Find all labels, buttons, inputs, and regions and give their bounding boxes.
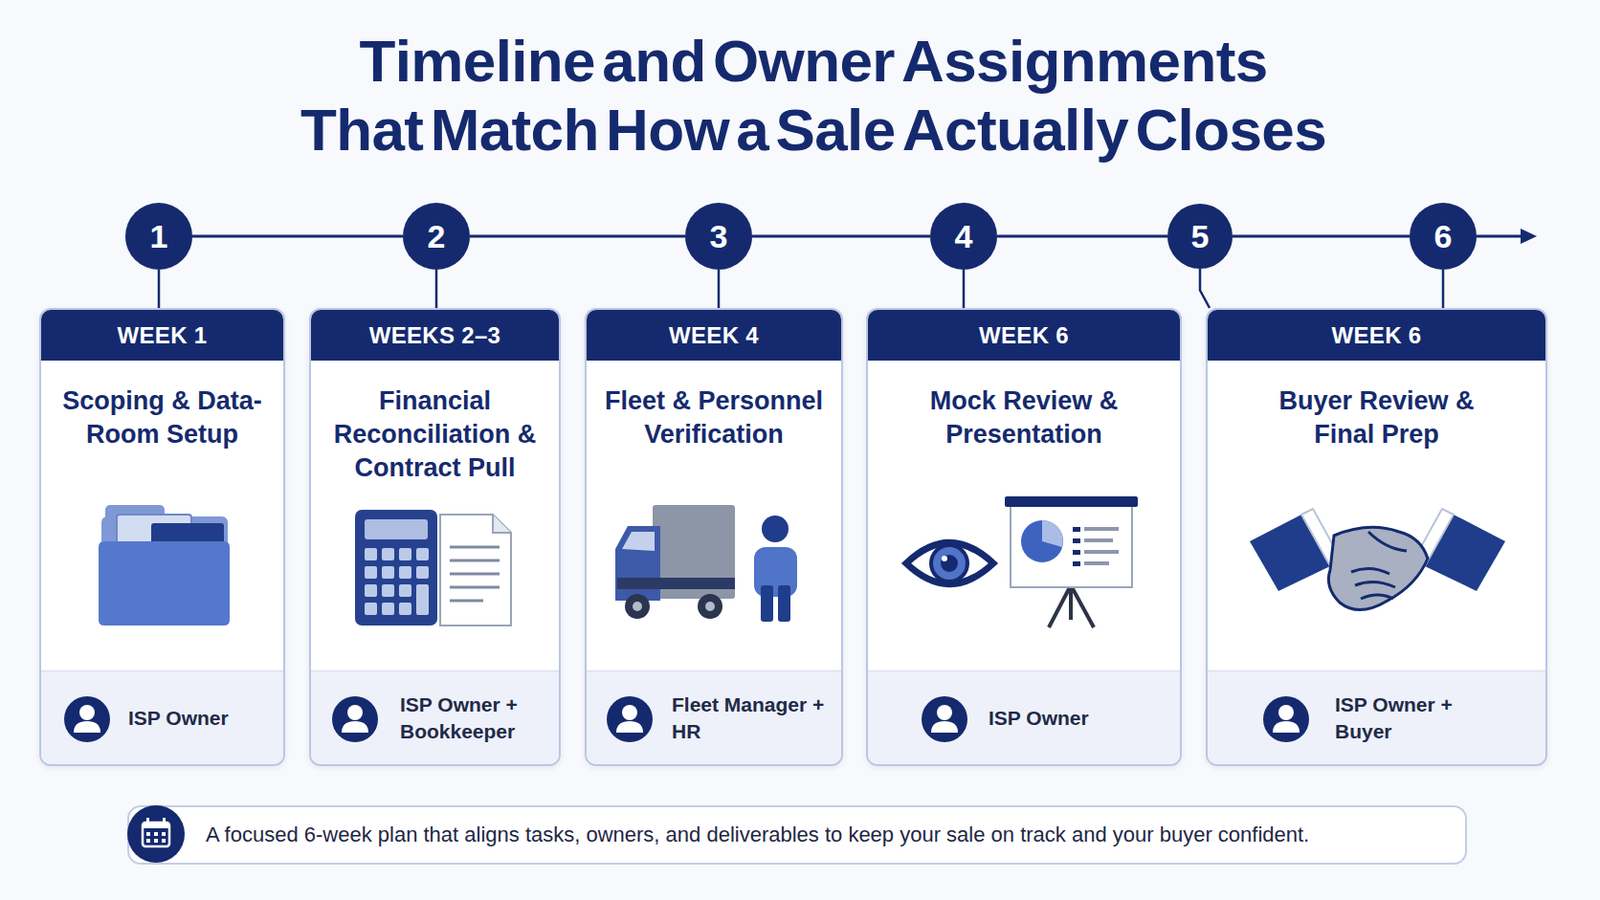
- step-number: 5: [1191, 220, 1210, 253]
- owner-band: ISP Owner + Bookkeeper: [311, 670, 559, 765]
- phase-card: WEEK 6 Mock Review & PresentationISP Owne…: [866, 308, 1182, 767]
- step-circle: 5: [1167, 203, 1233, 269]
- diagram-title: Timeline and Owner Assignments That Matc…: [297, 26, 1330, 165]
- step-number: 1: [150, 220, 169, 253]
- phase-card: WEEK 1 Scoping & Data-Room SetupISP Owner: [39, 308, 286, 767]
- week-header-band: WEEK 6: [1207, 310, 1546, 361]
- step-circle: 1: [125, 202, 193, 270]
- phase-title: Fleet & Personnel Verification: [592, 384, 837, 452]
- stem-connector: [435, 269, 439, 309]
- owner-label: ISP Owner + Buyer: [1334, 691, 1479, 746]
- step-number: 6: [1434, 220, 1453, 253]
- week-label: WEEK 1: [117, 322, 208, 350]
- phase-title: Financial Reconciliation & Contract Pull: [317, 384, 553, 486]
- step-circle: 6: [1409, 202, 1477, 270]
- timeline-connector: [1232, 235, 1410, 239]
- owner-band: ISP Owner: [41, 670, 284, 765]
- week-header-band: WEEKS 2–3: [311, 310, 559, 361]
- stem-connector: [962, 269, 966, 309]
- step-circle: 2: [402, 202, 470, 270]
- step-circle: 4: [930, 202, 998, 270]
- owner-band: ISP Owner: [867, 670, 1180, 765]
- step-number: 2: [427, 220, 446, 253]
- timeline-connector: [192, 235, 403, 239]
- caption-text: A focused 6-week plan that aligns tasks,…: [205, 822, 1310, 848]
- timeline-connector: [997, 235, 1168, 239]
- phase-title: Mock Review & Presentation: [889, 384, 1158, 452]
- timeline-arrowhead: [1520, 228, 1537, 245]
- owner-band: Fleet Manager + HR: [586, 670, 842, 765]
- owner-label: Fleet Manager + HR: [671, 691, 840, 746]
- week-header-band: WEEK 1: [41, 310, 284, 361]
- stem-connector: [1200, 268, 1210, 309]
- owner-band: ISP Owner + Buyer: [1207, 670, 1546, 765]
- stem-connector: [157, 269, 161, 309]
- timeline-tail: [1476, 228, 1537, 245]
- owner-label: ISP Owner + Bookkeeper: [400, 691, 544, 746]
- timeline-connector: [752, 235, 931, 239]
- stem-connector: [1442, 269, 1445, 309]
- week-header-band: WEEK 4: [586, 310, 842, 361]
- step-circle: 3: [685, 202, 753, 270]
- week-label: WEEKS 2–3: [369, 322, 501, 350]
- timeline-line: [1476, 235, 1526, 239]
- phase-card: WEEKS 2–3Financial Reconciliation & Cont…: [309, 308, 561, 767]
- caption-box: A focused 6-week plan that aligns tasks,…: [127, 805, 1467, 866]
- phase-title: Scoping & Data-Room Setup: [47, 384, 278, 452]
- step-number: 3: [710, 220, 729, 253]
- step-number: 4: [955, 220, 974, 253]
- phase-title: Buyer Review & Final Prep: [1262, 384, 1492, 452]
- timeline-connector: [469, 235, 686, 239]
- week-label: WEEK 6: [1332, 322, 1423, 350]
- week-label: WEEK 4: [668, 322, 759, 350]
- owner-label: ISP Owner: [988, 705, 1171, 733]
- owner-label: ISP Owner: [128, 705, 286, 733]
- week-label: WEEK 6: [978, 322, 1069, 350]
- week-header-band: WEEK 6: [867, 310, 1180, 361]
- phase-card: WEEK 4 Fleet & Personnel VerificationFlee…: [584, 308, 844, 767]
- phase-card: WEEK 6 Buyer Review & Final PrepISP Owner…: [1205, 308, 1548, 767]
- stem-connector: [717, 269, 721, 309]
